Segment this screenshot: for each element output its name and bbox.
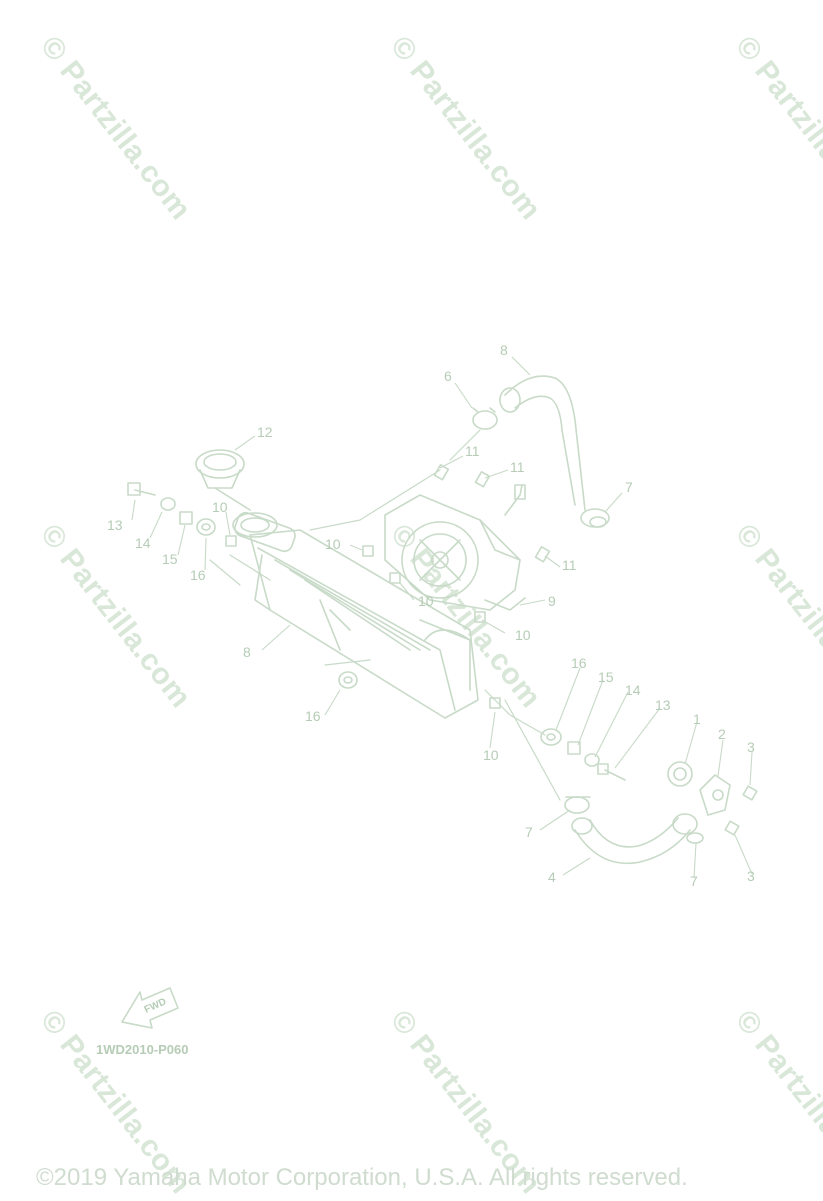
callout-7: 7 — [690, 873, 698, 889]
callout-13: 13 — [107, 517, 123, 533]
lower-hose — [571, 813, 698, 865]
callout-10: 10 — [515, 627, 531, 643]
callout-labels: 8 6 12 11 11 7 13 14 15 16 10 10 11 10 9… — [107, 342, 755, 889]
fan-assembly — [384, 484, 526, 611]
thermostat-cover — [699, 774, 731, 816]
copyright-notice: ©2019 Yamaha Motor Corporation, U.S.A. A… — [36, 1164, 688, 1191]
callout-10: 10 — [483, 747, 499, 763]
grommet-16 — [338, 671, 358, 689]
fwd-arrow-icon — [121, 987, 179, 1029]
callout-10: 10 — [325, 536, 341, 552]
callout-12: 12 — [257, 424, 273, 440]
callout-8: 8 — [243, 644, 251, 660]
callout-4: 4 — [548, 869, 556, 885]
callout-15: 15 — [598, 669, 614, 685]
clamp-7 — [589, 516, 704, 844]
callout-11: 11 — [510, 459, 525, 475]
callout-1: 1 — [693, 711, 701, 727]
radiator-body — [232, 511, 479, 719]
callout-11: 11 — [562, 557, 577, 573]
callout-14: 14 — [135, 535, 151, 551]
callout-9: 9 — [548, 593, 556, 609]
hose-clamp-upper — [472, 407, 498, 430]
callout-15: 15 — [162, 551, 178, 567]
grommet-10 — [225, 535, 501, 709]
callout-6: 6 — [444, 368, 452, 384]
callout-6: 7 — [525, 824, 533, 840]
radiator-cap — [195, 449, 251, 511]
callout-3: 3 — [747, 868, 755, 884]
callout-13: 13 — [655, 697, 671, 713]
callout-5: 8 — [500, 342, 508, 358]
mount-hardware-left — [127, 482, 216, 536]
upper-hose — [499, 375, 610, 528]
callout-10: 10 — [418, 593, 434, 609]
hose-clamp-lower — [564, 796, 591, 814]
callout-16: 16 — [305, 708, 321, 724]
mount-hardware-right — [540, 728, 626, 781]
callout-16: 16 — [190, 567, 206, 583]
bolt-3 — [724, 785, 758, 836]
fwd-label: FWD — [143, 996, 168, 1015]
callout-10: 10 — [212, 499, 228, 515]
callout-14: 14 — [625, 682, 641, 698]
drawing-code: 1WD2010-P060 — [96, 1042, 189, 1057]
callout-16: 16 — [571, 655, 587, 671]
callout-7: 7 — [625, 479, 633, 495]
thermostat — [667, 761, 693, 787]
callout-3: 3 — [747, 739, 755, 755]
callout-2: 2 — [718, 726, 726, 742]
callout-11: 11 — [465, 443, 480, 459]
